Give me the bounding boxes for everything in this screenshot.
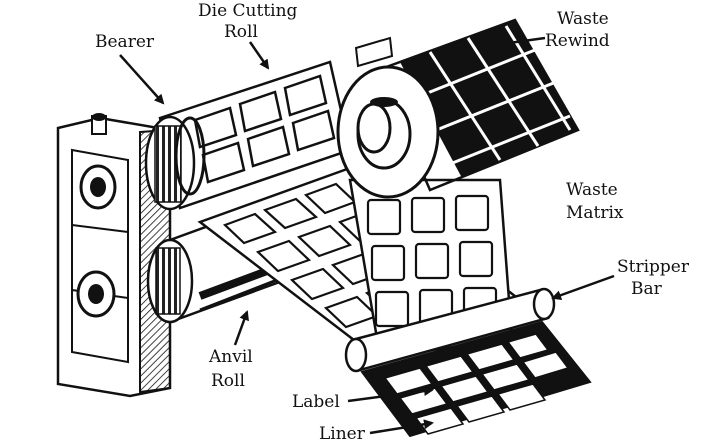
- label-waste-matrix: Waste Matrix: [566, 180, 624, 223]
- arrow-stripper-bar: [551, 274, 615, 300]
- arrow-anvil-roll: [233, 310, 249, 346]
- arrow-die-cutting-roll: [248, 41, 270, 70]
- label-die-cutting-roll: Die Cutting Roll: [198, 1, 298, 42]
- stripper-bar-label-line1: Stripper: [617, 257, 690, 277]
- waste-rewind-label-line2: Rewind: [545, 31, 610, 51]
- side-frame: [56, 113, 172, 398]
- die-cutting-roll-label-line1: Die Cutting: [198, 1, 298, 21]
- label-liner: Liner: [319, 424, 366, 444]
- arrow-bearer: [119, 54, 165, 105]
- waste-rewind-roll: [336, 18, 580, 199]
- arrow-liner: [369, 419, 434, 435]
- arrow-waste-rewind: [500, 36, 546, 48]
- label-bearer: Bearer: [95, 32, 155, 52]
- waste-rewind-label-line1: Waste: [557, 9, 609, 29]
- label-anvil-roll: Anvil Roll: [208, 347, 253, 391]
- waste-matrix-label-line1: Waste: [566, 180, 618, 200]
- label-stripper-bar: Stripper Bar: [617, 257, 690, 299]
- arrow-label: [347, 386, 434, 403]
- anvil-roll-label-line1: Anvil: [208, 347, 253, 367]
- die-cutting-roll: [144, 60, 352, 211]
- stripper-bar: [344, 287, 556, 373]
- stripper-bar-label-line2: Bar: [631, 279, 663, 299]
- label-label: Label: [292, 392, 340, 412]
- die-cutting-roll-label-line2: Roll: [224, 22, 258, 42]
- waste-matrix-label-line2: Matrix: [566, 203, 624, 223]
- anvil-roll-label-line2: Roll: [211, 371, 245, 391]
- label-waste-rewind: Waste Rewind: [545, 9, 610, 51]
- liner-web: [360, 320, 592, 438]
